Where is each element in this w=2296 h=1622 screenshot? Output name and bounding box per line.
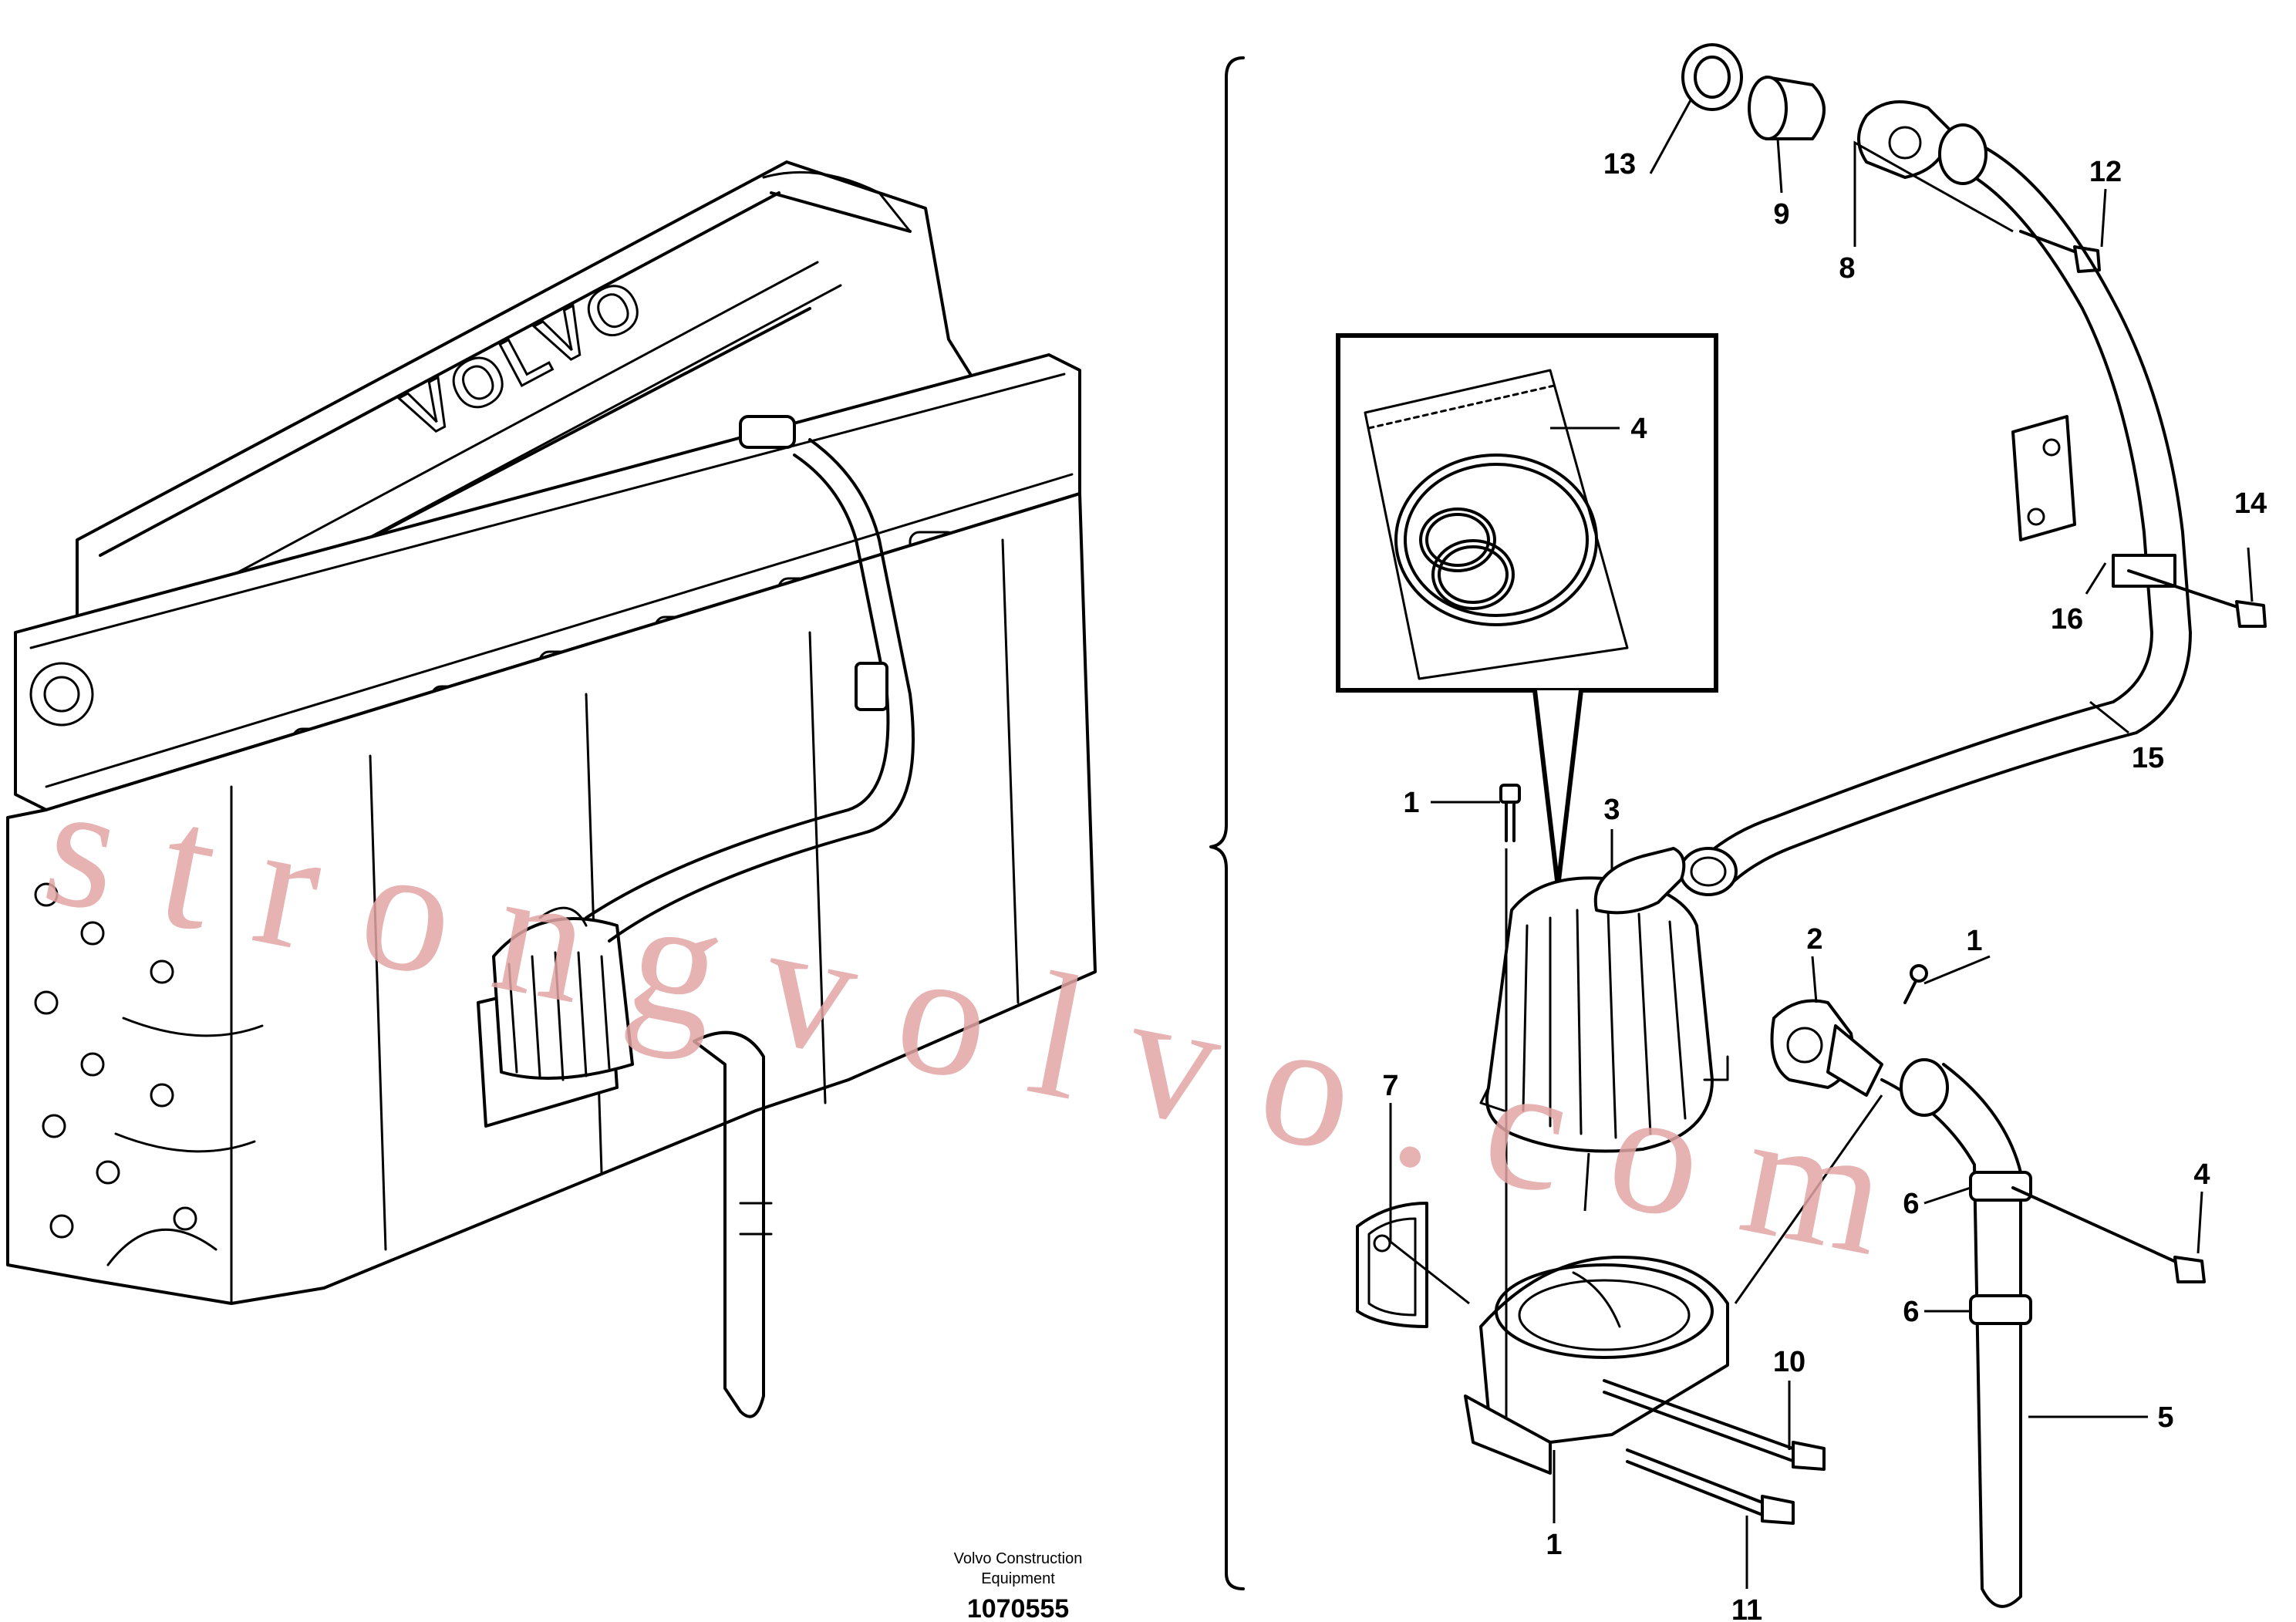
footer-ref-number: 1070555 [967,1594,1069,1622]
group-bracket [1209,56,1245,1590]
callout-1-top: 1 [1403,787,1419,819]
part-11-bolt [1626,1448,1795,1525]
part-1-bolt-right [1903,964,1928,1004]
front-face-bolts [34,882,217,1266]
callout-6-upper: 6 [1903,1188,1919,1220]
part-1-bolt-top [1499,784,1521,842]
callout-5: 5 [2157,1401,2173,1434]
callout-10: 10 [1773,1346,1805,1378]
callout-11: 11 [1731,1594,1762,1622]
hose-bracket-plate [2011,415,2176,588]
part-15-hose [1679,123,2192,896]
callout-4-right: 4 [2193,1158,2210,1191]
callout-2: 2 [1806,923,1822,956]
callout-9: 9 [1773,198,1789,231]
part-3-separator-housing [1479,847,1729,1153]
callout-15: 15 [2132,742,2164,774]
footer-line-2: Equipment [981,1570,1055,1587]
footer: Volvo Construction Equipment 1070555 [954,1550,1083,1622]
footer-line-1: Volvo Construction [954,1550,1083,1567]
engine-assembly: VOLVO [6,160,1097,1418]
part-8-gasket [1857,100,1953,179]
separator-base-housing [1464,1256,1729,1475]
callout-16: 16 [2051,603,2083,636]
part-13-seal-ring [1681,43,1743,111]
part-4-bolt-right [2011,1186,2206,1283]
callout-14: 14 [2234,487,2267,520]
engine-separator-small [477,906,634,1128]
callout-12: 12 [2089,156,2122,188]
exploded-view [1336,43,2267,1608]
part-10-bolt [1603,1379,1826,1471]
callout-8: 8 [1839,252,1855,285]
callout-3: 3 [1603,794,1620,826]
part-14-bolt [2127,569,2267,628]
part-5-hose [1880,1058,2032,1608]
callout-4-kit: 4 [1630,413,1647,445]
part-7-gasket [1356,1202,1428,1328]
part-9-adapter [1748,76,1826,140]
callout-1-bottom: 1 [1546,1529,1562,1561]
part-2-valve [1770,999,1883,1097]
callout-7: 7 [1382,1070,1398,1102]
part-4-seal-kit-inset [1336,333,1718,888]
callout-labels: 13 9 8 12 4 14 16 15 1 3 2 1 7 6 4 6 10 … [1382,148,2267,1622]
part-12-bolt [2019,230,2101,273]
leader-lines [1389,99,2254,1589]
callout-1-right: 1 [1966,925,1982,957]
callout-13: 13 [1603,148,1636,180]
callout-6-lower: 6 [1903,1296,1919,1328]
